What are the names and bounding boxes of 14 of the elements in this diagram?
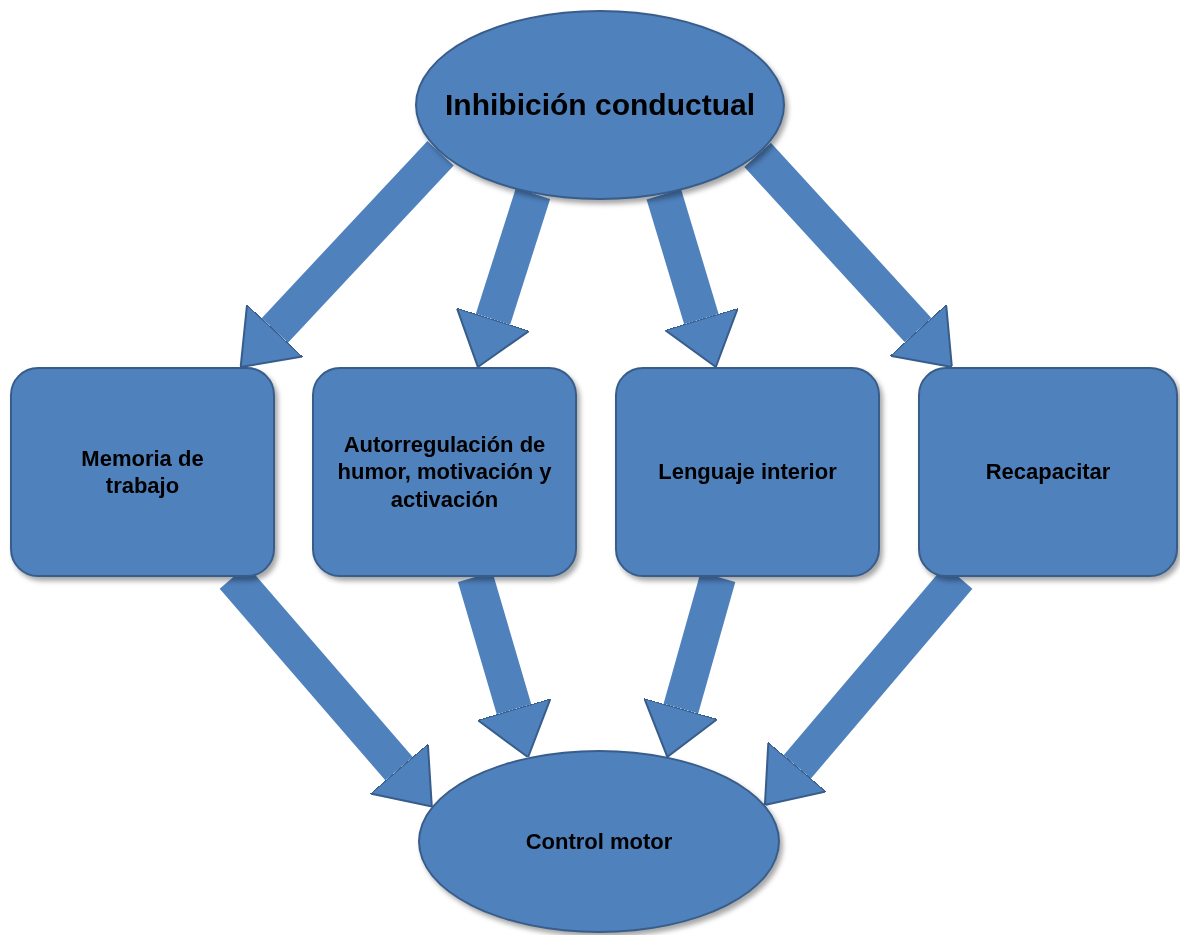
node-label: Autorregulación de humor, motivación y activación (336, 430, 553, 514)
block-arrow (744, 142, 953, 368)
node-label: Recapacitar (985, 458, 1111, 486)
node-label: Lenguaje interior (658, 458, 837, 486)
node-label: Inhibición conductual (445, 87, 755, 124)
block-arrow (646, 189, 739, 368)
block-arrow (239, 140, 454, 368)
rounded-box (312, 367, 577, 577)
rounded-box (615, 367, 880, 577)
node-label: Memoria de trabajo (80, 444, 205, 500)
rounded-box (10, 367, 275, 577)
node-label: Control motor (525, 827, 673, 856)
rounded-box (918, 367, 1178, 577)
block-arrow (455, 188, 551, 368)
